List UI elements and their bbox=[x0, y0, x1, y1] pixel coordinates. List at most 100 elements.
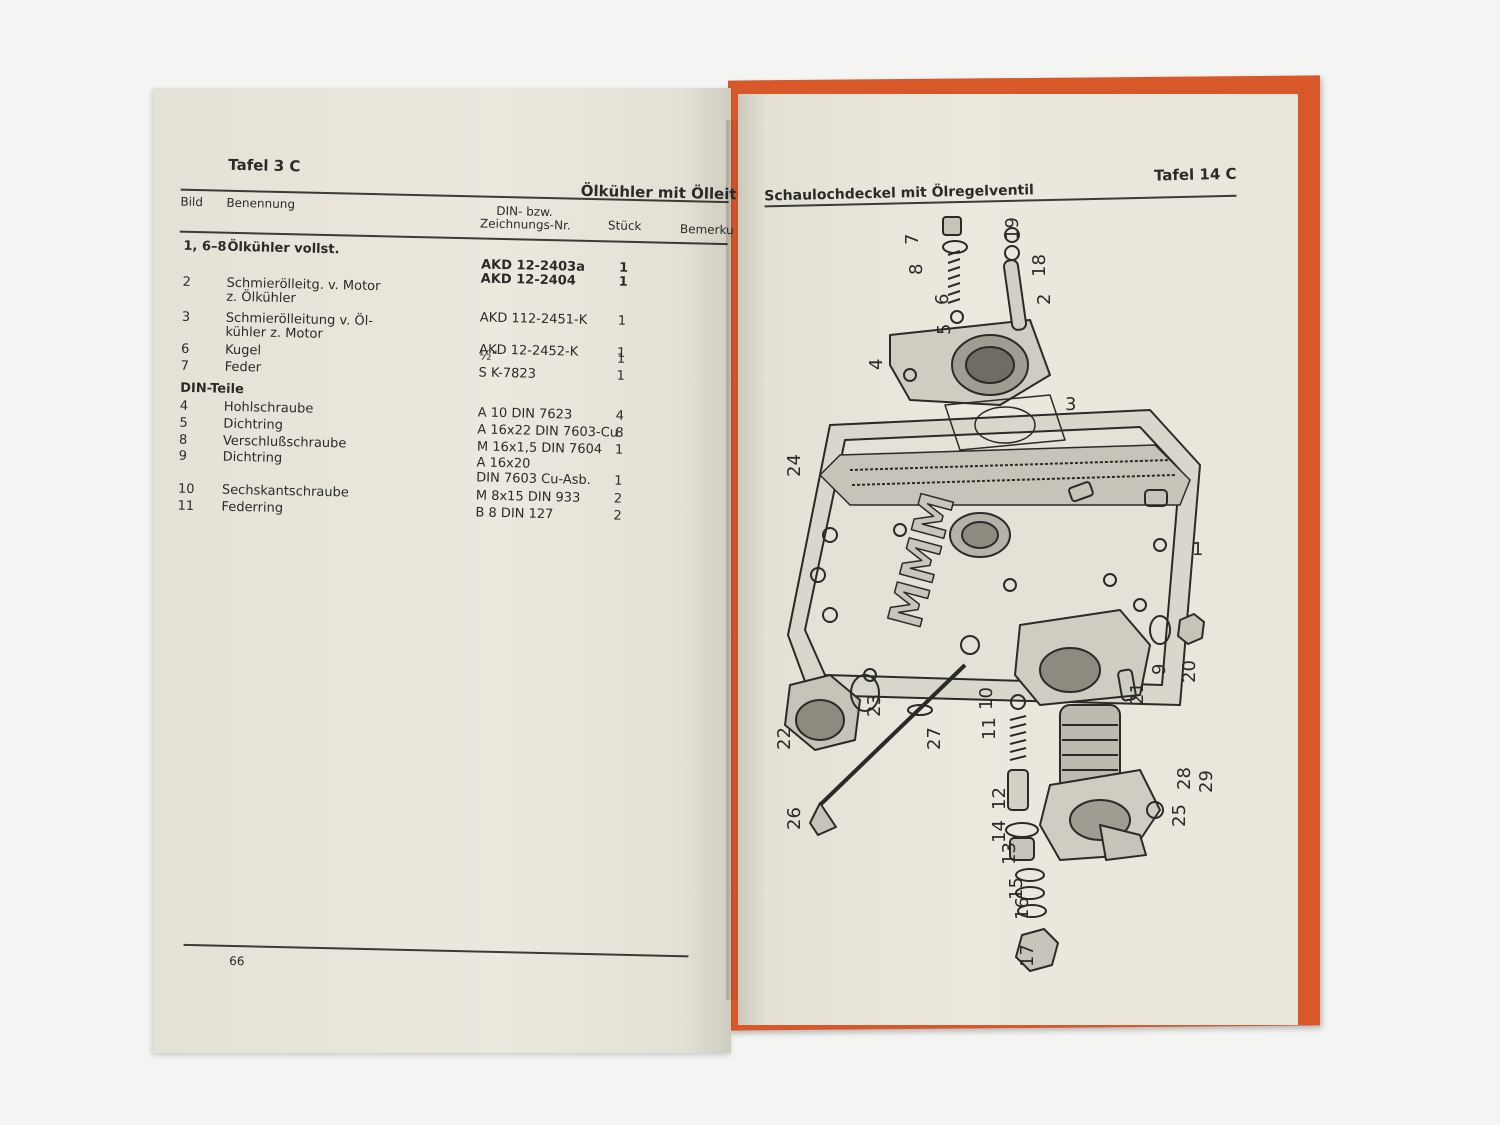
row-benennung: Feder bbox=[224, 359, 262, 376]
row-benennung: z. Ölkühler bbox=[226, 289, 296, 307]
page-number: 66 bbox=[229, 953, 245, 969]
row-stueck: 1 bbox=[614, 473, 623, 489]
row-benennung: Verschlußschraube bbox=[222, 433, 347, 452]
exploded-parts-diagram: MMM bbox=[774, 216, 1217, 972]
table-row: AKD 112-2451-K 1 bbox=[153, 88, 731, 328]
valve-housing-top bbox=[889, 319, 1051, 406]
column-bild: Bild bbox=[180, 194, 204, 210]
row-bild: 2 bbox=[182, 274, 192, 290]
row-stueck: 2 bbox=[613, 491, 623, 507]
row-stueck: 1 bbox=[618, 274, 628, 290]
table-row: kühler z. Motor bbox=[153, 88, 731, 342]
callout-5: 5 bbox=[934, 324, 955, 335]
callout-23: 23 bbox=[864, 694, 885, 717]
callout-27: 27 bbox=[924, 727, 945, 750]
row-stueck: 1 bbox=[618, 260, 629, 276]
spring-top bbox=[942, 216, 968, 324]
table-row: DIN 7603 Cu-Asb. 1 bbox=[153, 88, 731, 488]
row-din-number: DIN 7603 Cu-Asb. bbox=[476, 470, 592, 489]
row-din-number: A 16x20 bbox=[476, 455, 531, 472]
row-stueck: 1 bbox=[617, 313, 627, 329]
table-row: DIN-Teile bbox=[153, 88, 731, 397]
column-benennung: Benennung bbox=[226, 195, 296, 212]
callout-22: 22 bbox=[774, 727, 795, 750]
row-bild: 1, 6–8 bbox=[183, 238, 227, 255]
row-din-number: AKD 112-2451-K bbox=[479, 310, 588, 328]
callout-13: 13 bbox=[999, 842, 1020, 865]
row-bild: 3 bbox=[181, 309, 191, 325]
row-stueck: 1 bbox=[614, 442, 624, 458]
row-bild: 10 bbox=[177, 481, 195, 498]
row-bild: 6 bbox=[180, 341, 190, 357]
callout-numbers: 1 2 3 4 5 6 7 8 9 10 11 12 13 14 15 16 1… bbox=[774, 217, 1217, 967]
row-bild: 7 bbox=[180, 358, 190, 374]
right-table-label: Tafel 14 C bbox=[1153, 164, 1237, 185]
callout-29: 29 bbox=[1196, 770, 1217, 793]
row-din-number: M 16x1,5 DIN 7604 bbox=[476, 439, 603, 458]
callout-17: 17 bbox=[1017, 944, 1038, 967]
regulator-housing bbox=[1014, 609, 1205, 706]
row-benennung: Sechskantschraube bbox=[221, 482, 350, 501]
callout-16: 16 bbox=[1012, 897, 1033, 920]
callout-6: 6 bbox=[932, 294, 953, 305]
row-bild: 5 bbox=[179, 415, 188, 431]
row-benennung: Dichtring bbox=[222, 449, 283, 467]
callout-19: 19 bbox=[1002, 217, 1023, 240]
callout-3: 3 bbox=[1065, 394, 1076, 415]
valve-stack bbox=[1005, 694, 1059, 972]
table-row: 10 Sechskantschraube M 8x15 DIN 933 2 bbox=[153, 88, 731, 507]
row-din-number: A 10 DIN 7623 bbox=[477, 405, 573, 423]
callout-15: 15 bbox=[1006, 877, 1027, 900]
callout-9: 9 bbox=[1149, 664, 1170, 675]
row-din-number: ½" bbox=[478, 348, 498, 364]
row-bild: 11 bbox=[177, 498, 195, 515]
callout-14: 14 bbox=[989, 820, 1010, 843]
row-benennung: Kugel bbox=[224, 342, 262, 359]
table-row: z. Ölkühler bbox=[153, 88, 731, 307]
gasket bbox=[944, 394, 1066, 451]
row-stueck: 8 bbox=[615, 425, 624, 441]
footer-rule bbox=[183, 943, 689, 958]
callout-11: 11 bbox=[979, 717, 1000, 740]
row-bild: DIN-Teile bbox=[180, 380, 245, 398]
callout-8: 8 bbox=[906, 264, 927, 275]
callout-21: 21 bbox=[1127, 682, 1148, 705]
row-benennung: Hohlschraube bbox=[223, 399, 314, 417]
row-stueck: 4 bbox=[615, 408, 625, 424]
callout-18: 18 bbox=[1029, 254, 1050, 277]
oil-pump bbox=[1039, 704, 1164, 861]
callout-2: 2 bbox=[1034, 294, 1055, 305]
row-bild: 4 bbox=[179, 398, 189, 414]
column-stueck: Stück bbox=[607, 218, 642, 234]
row-benennung: Federring bbox=[221, 499, 284, 517]
row-bild: 9 bbox=[178, 448, 188, 464]
row-benennung: Ölkühler vollst. bbox=[227, 239, 340, 258]
row-din-number: M 8x15 DIN 933 bbox=[475, 488, 581, 506]
callout-12: 12 bbox=[989, 787, 1010, 810]
table-row: 6 Kugel ½" 1 bbox=[153, 88, 731, 367]
table-row: 9 Dichtring A 16x20 bbox=[153, 88, 731, 472]
row-din-number: B 8 DIN 127 bbox=[475, 505, 554, 523]
callout-25: 25 bbox=[1169, 804, 1190, 827]
row-stueck: 1 bbox=[616, 351, 626, 367]
pipe-nipple bbox=[1002, 227, 1028, 331]
callout-28: 28 bbox=[1174, 767, 1195, 790]
drain-nut bbox=[784, 674, 880, 751]
table-row: 4 Hohlschraube A 10 DIN 7623 4 bbox=[153, 88, 731, 424]
table-label: Tafel 3 C bbox=[228, 155, 301, 176]
callout-20: 20 bbox=[1179, 660, 1200, 683]
column-din-line2: Zeichnungs-Nr. bbox=[479, 216, 571, 233]
callout-7: 7 bbox=[902, 234, 923, 245]
callout-1: 1 bbox=[1192, 539, 1203, 560]
